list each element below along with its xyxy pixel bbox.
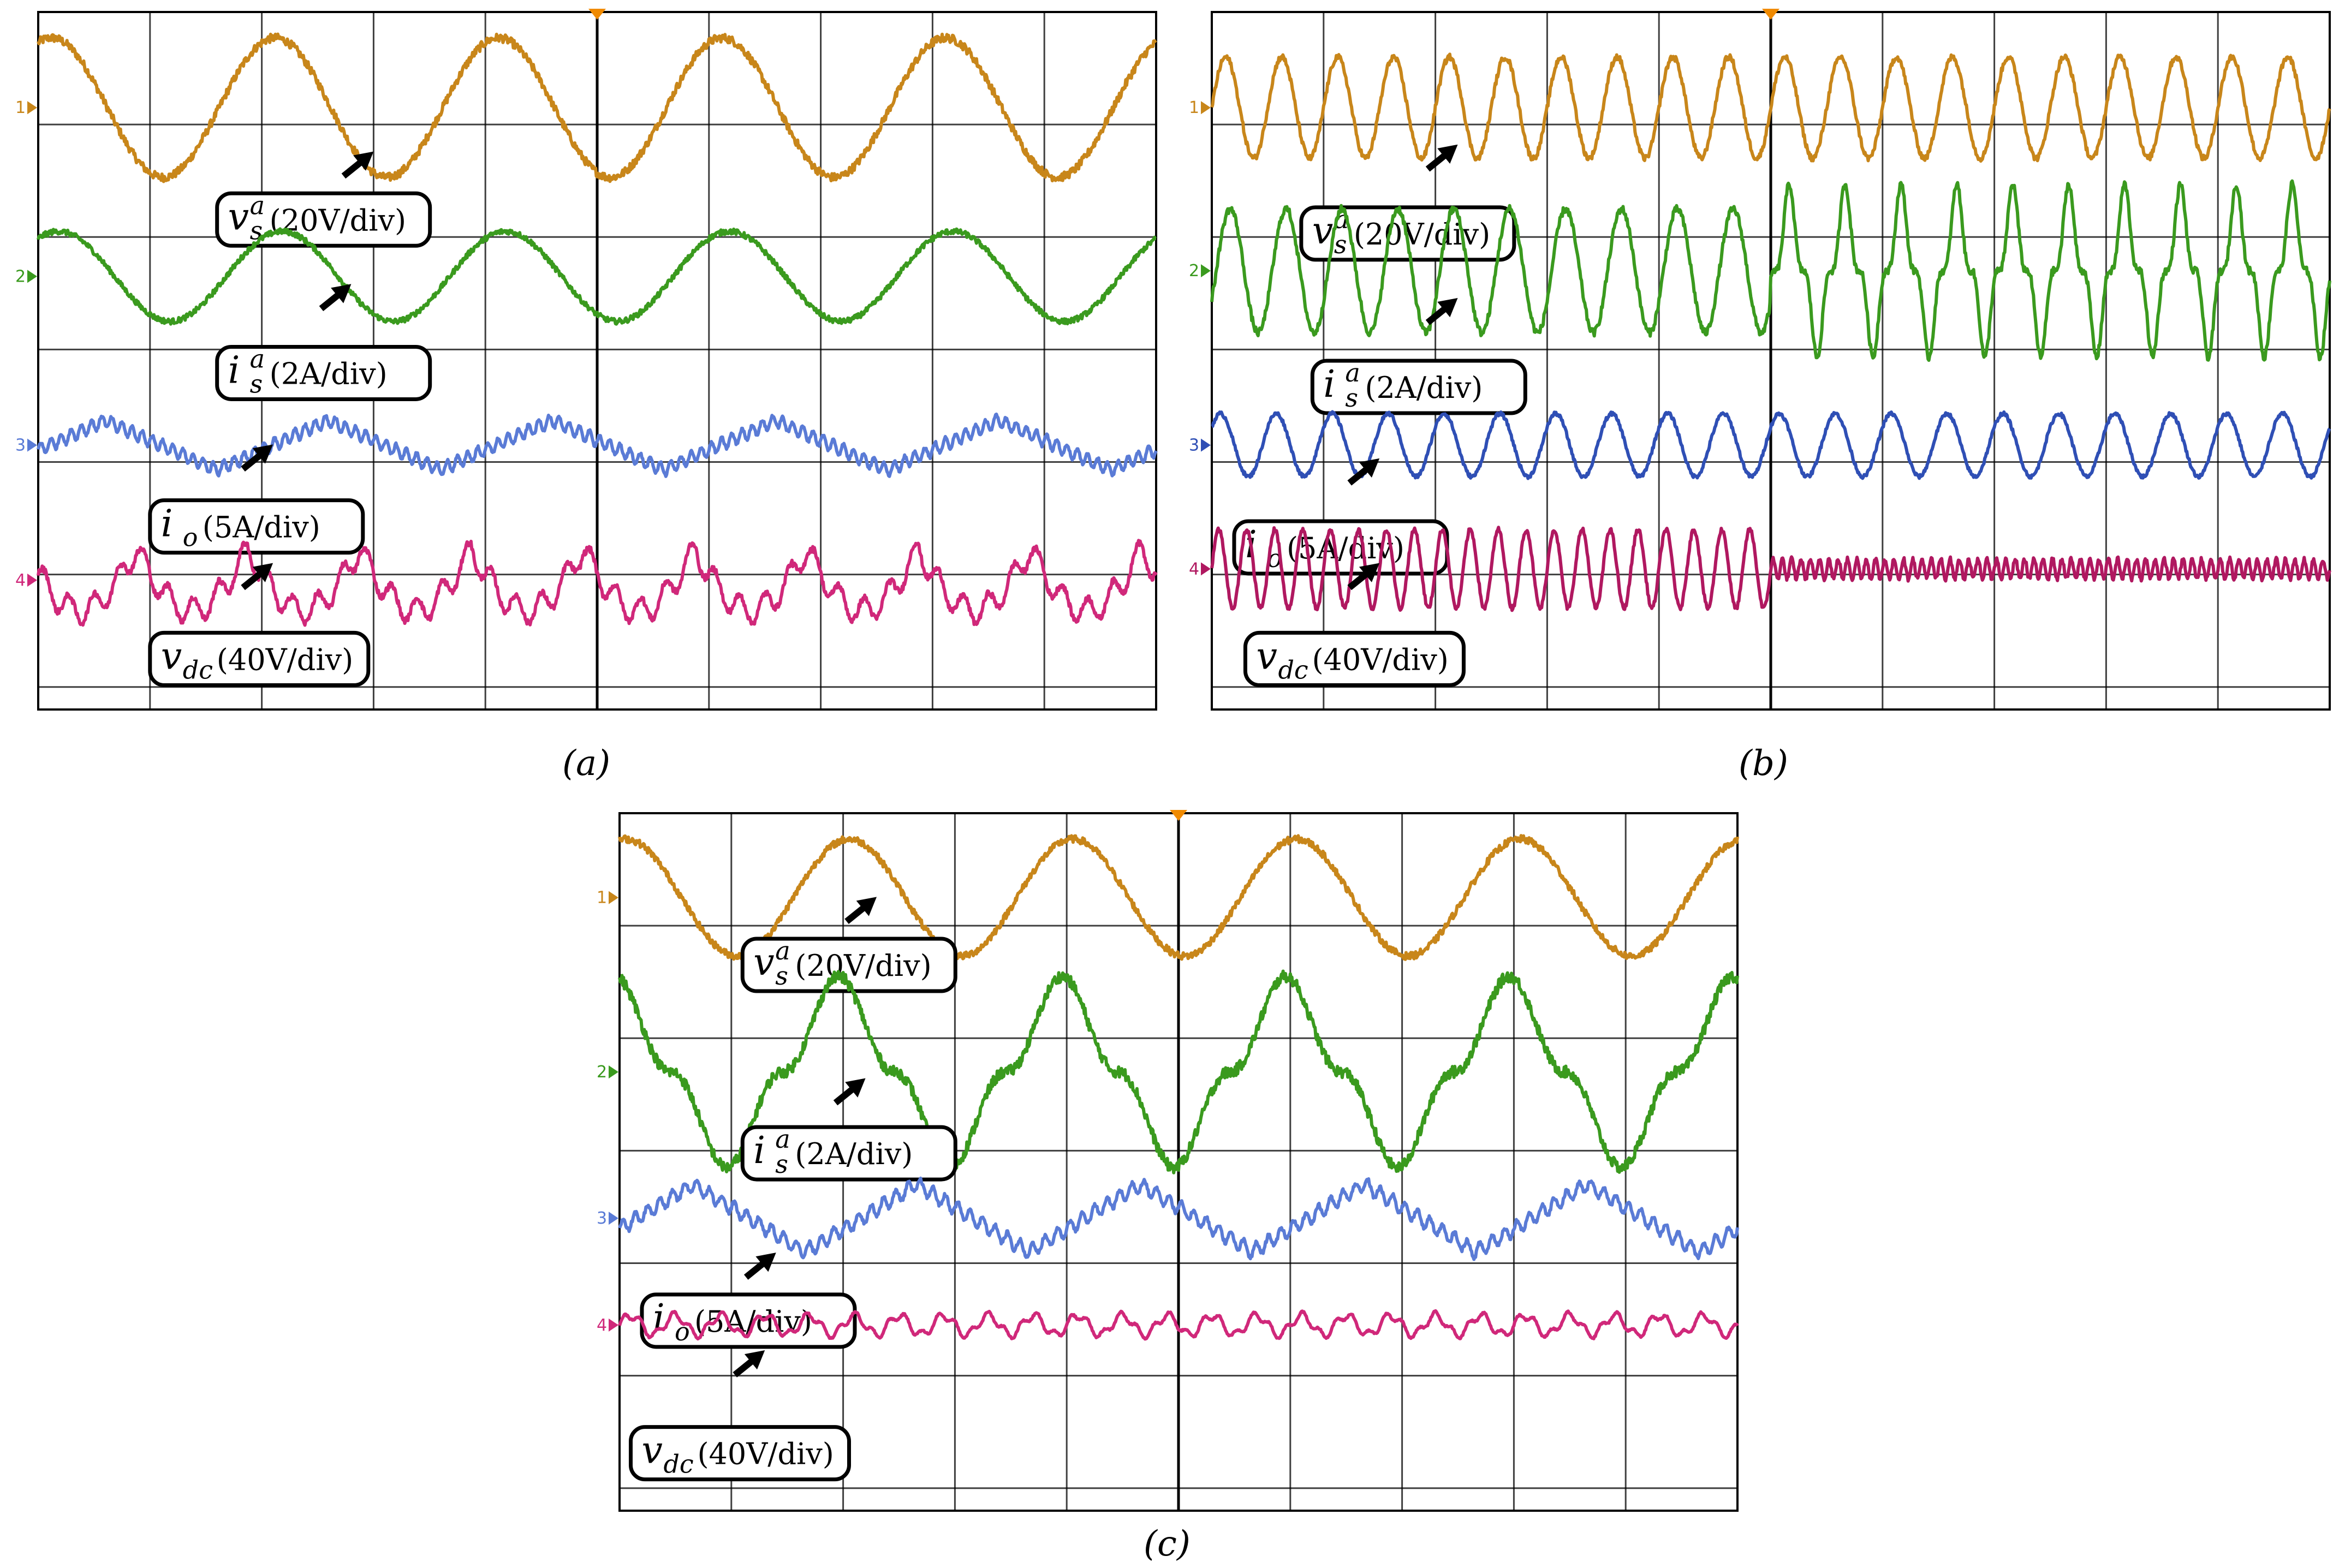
signal-symbol: v <box>753 941 774 984</box>
signal-superscript: a <box>775 936 790 965</box>
channel-arrow-icon <box>27 101 37 115</box>
signal-superscript: a <box>1345 358 1360 387</box>
signal-scale: (20V/div) <box>1354 217 1490 252</box>
channel-marker: 2 <box>1189 261 1199 281</box>
pointer-arrowhead-icon <box>1437 144 1458 164</box>
pointer-arrowhead-icon <box>1437 297 1458 318</box>
channel-marker: 2 <box>597 1063 607 1082</box>
signal-subscript: s <box>1334 230 1347 259</box>
channel-arrow-icon <box>609 1065 618 1079</box>
pointer-arrowhead-icon <box>353 151 374 171</box>
signal-scale: (40V/div) <box>217 642 353 677</box>
signal-symbol: v <box>228 195 249 239</box>
trace-is <box>37 227 1157 326</box>
trace-io <box>1211 410 2331 480</box>
signal-superscript: a <box>250 344 265 373</box>
signal-subscript: o <box>183 523 198 552</box>
signal-label-box <box>1243 630 1466 687</box>
signal-subscript: s <box>250 369 263 398</box>
signal-subscript: dc <box>1278 655 1308 684</box>
channel-marker: 1 <box>1189 98 1199 117</box>
pointer-arrowhead-icon <box>1359 458 1380 478</box>
signal-superscript: a <box>250 190 265 220</box>
pointer-arrowhead-icon <box>331 284 352 303</box>
signal-symbol: v <box>161 635 182 678</box>
signal-scale: (2A/div) <box>795 1137 913 1171</box>
channel-arrow-icon <box>27 573 37 587</box>
trigger-marker-icon <box>1170 810 1187 821</box>
panel-caption: (b) <box>1739 743 1788 784</box>
signal-scale: (5A/div) <box>203 510 320 545</box>
channel-arrow-icon <box>1201 101 1211 115</box>
trace-is <box>618 969 1739 1174</box>
signal-subscript: s <box>775 1149 788 1179</box>
signal-scale: (2A/div) <box>1365 371 1483 405</box>
channel-marker: 3 <box>1189 436 1199 455</box>
channel-marker: 1 <box>597 889 607 908</box>
signal-scale: (40V/div) <box>697 1437 834 1471</box>
signal-scale: (20V/div) <box>795 949 931 983</box>
channel-marker: 2 <box>15 267 26 286</box>
channel-marker: 4 <box>1189 559 1199 579</box>
pointer-arrowhead-icon <box>1359 563 1380 582</box>
signal-subscript: s <box>775 961 788 991</box>
signal-label-box <box>148 630 371 687</box>
signal-symbol: i <box>228 349 240 392</box>
signal-symbol: i <box>1323 363 1335 406</box>
pointer-arrowhead-icon <box>744 1350 765 1370</box>
trace-vdc <box>37 539 1158 627</box>
trace-vs <box>618 834 1739 961</box>
signal-subscript: s <box>1345 383 1358 413</box>
trigger-marker-icon <box>588 9 606 20</box>
channel-marker: 4 <box>15 571 26 590</box>
trace-vs <box>37 32 1157 183</box>
signal-label-box <box>628 1425 851 1482</box>
channel-marker: 4 <box>597 1316 607 1335</box>
trace-is <box>1210 179 2331 362</box>
signal-symbol: v <box>1256 635 1277 678</box>
trace-io <box>37 412 1158 478</box>
signal-superscript: a <box>775 1124 790 1154</box>
signal-symbol: v <box>1312 210 1333 253</box>
pointer-arrowhead-icon <box>252 563 273 582</box>
channel-arrow-icon <box>609 1212 618 1225</box>
channel-marker: 3 <box>15 436 26 455</box>
channel-marker: 1 <box>15 98 26 117</box>
channel-arrow-icon <box>27 438 37 452</box>
channel-arrow-icon <box>1201 264 1211 278</box>
pointer-arrowhead-icon <box>755 1253 776 1272</box>
panel-caption: (c) <box>1144 1524 1191 1564</box>
signal-symbol: v <box>641 1429 662 1472</box>
signal-subscript: dc <box>183 655 213 684</box>
signal-label-box <box>1310 359 1527 415</box>
pointer-arrowhead-icon <box>252 444 273 464</box>
channel-marker: 3 <box>597 1209 607 1228</box>
panel-caption: (a) <box>562 743 610 784</box>
trigger-marker-icon <box>1762 9 1779 20</box>
trace-vdc <box>618 1309 1739 1341</box>
signal-scale: (40V/div) <box>1312 642 1448 677</box>
trace-io <box>618 1176 1739 1261</box>
trace-vdc <box>1210 526 2331 612</box>
signal-scale: (2A/div) <box>270 356 388 391</box>
pointer-arrowhead-icon <box>845 1078 866 1098</box>
signal-subscript: s <box>250 216 263 245</box>
channel-arrow-icon <box>1201 562 1211 576</box>
channel-arrow-icon <box>609 1318 618 1332</box>
signal-subscript: dc <box>663 1450 693 1479</box>
signal-label-box <box>215 344 432 401</box>
pointer-arrowhead-icon <box>856 897 877 916</box>
channel-arrow-icon <box>27 270 37 283</box>
channel-arrow-icon <box>609 891 618 904</box>
channel-arrow-icon <box>1201 438 1211 452</box>
signal-symbol: i <box>753 1129 765 1172</box>
signal-label-box <box>740 1125 957 1182</box>
signal-label-box <box>148 498 365 555</box>
signal-symbol: i <box>161 503 173 546</box>
trace-vs <box>1210 52 2331 163</box>
